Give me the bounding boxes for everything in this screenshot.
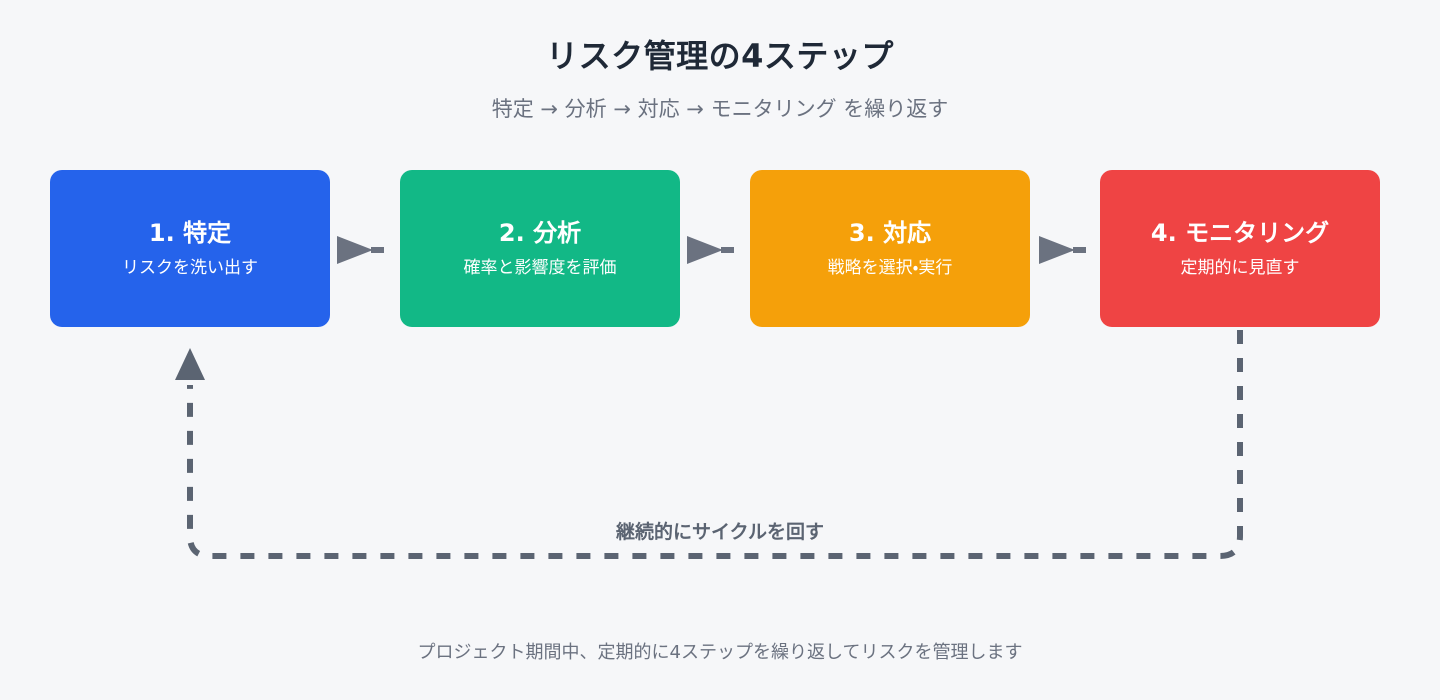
step-box-2[interactable]: 2. 分析 確率と影響度を評価: [400, 170, 680, 327]
loop-label: 継続的にサイクルを回す: [615, 521, 825, 543]
feedback-loop-arrow: [0, 330, 1440, 580]
triangle-right-arrow-icon: [337, 236, 384, 264]
page-subtitle: 特定 → 分析 → 対応 → モニタリング を繰り返す: [491, 97, 949, 121]
step-box-4[interactable]: 4. モニタリング 定期的に見直す: [1100, 170, 1380, 327]
step-desc-4: 定期的に見直す: [1180, 258, 1300, 279]
step-title-2: 2. 分析: [498, 218, 582, 247]
step-title-1: 1. 特定: [148, 218, 232, 247]
page-title: リスク管理の4ステップ: [546, 37, 894, 75]
step-desc-2: 確率と影響度を評価: [463, 258, 617, 279]
step-box-3[interactable]: 3. 対応 戦略を選択・実行: [750, 170, 1030, 327]
triangle-up-arrow-icon: [175, 348, 205, 380]
connector-arrow-3: [1037, 230, 1091, 270]
step-desc-3: 戦略を選択・実行: [827, 258, 953, 279]
loop-dashed-path: [187, 330, 1243, 559]
connector-arrow-1: [335, 230, 389, 270]
step-title-4: 4. モニタリング: [1150, 218, 1330, 247]
triangle-right-arrow-icon: [687, 236, 734, 264]
step-title-3: 3. 対応: [848, 218, 932, 247]
connector-arrow-2: [685, 230, 739, 270]
triangle-right-arrow-icon: [1039, 236, 1086, 264]
step-box-1[interactable]: 1. 特定 リスクを洗い出す: [50, 170, 330, 327]
step-desc-1: リスクを洗い出す: [122, 258, 258, 279]
footer-note: プロジェクト期間中、定期的に4ステップを繰り返してリスクを管理します: [417, 642, 1023, 663]
